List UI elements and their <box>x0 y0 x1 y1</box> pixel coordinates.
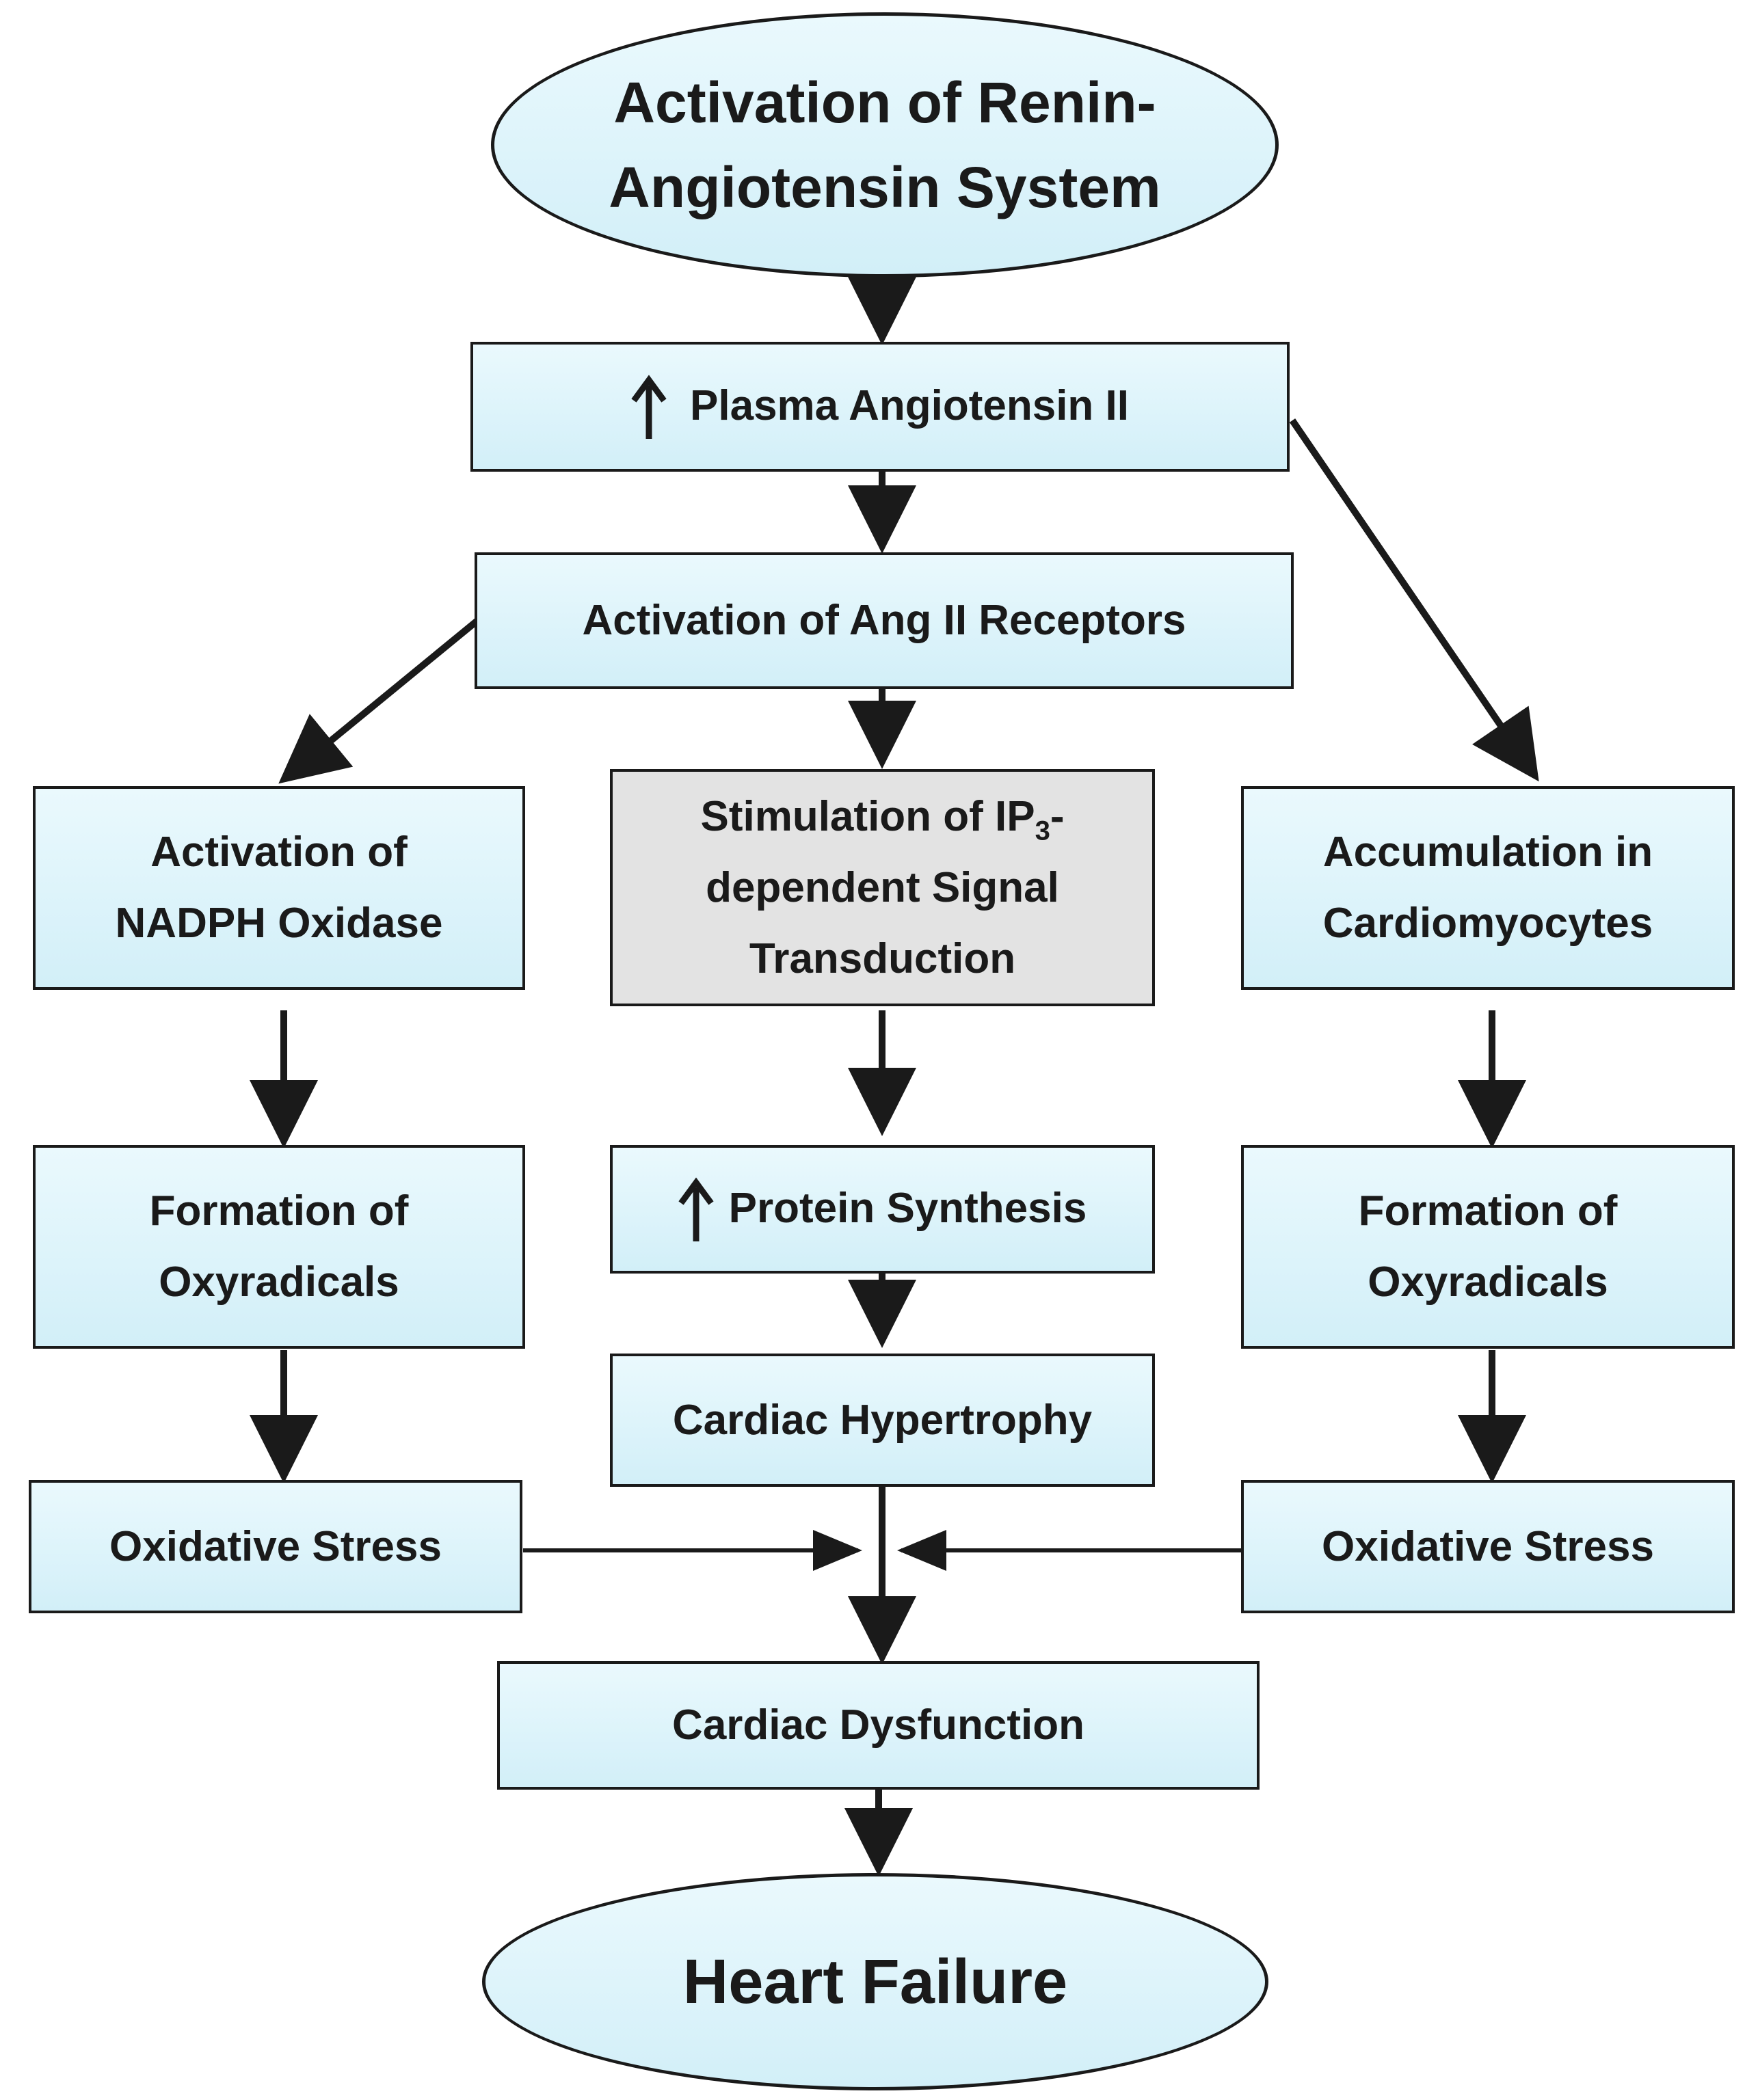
node-oxy-right-line2: Oxyradicals <box>1368 1258 1608 1306</box>
node-oxidative-stress-left: Oxidative Stress <box>29 1480 522 1613</box>
edge-plasma-to-accumulation <box>1289 418 1539 782</box>
node-oxy-left-line1: Formation of <box>149 1187 409 1235</box>
node-protein-synthesis-label: Protein Synthesis <box>728 1185 1087 1233</box>
node-ras-line2: Angiotensin System <box>609 155 1161 219</box>
node-heart-failure-label: Heart Failure <box>682 1947 1068 2017</box>
up-arrow-icon <box>631 375 667 439</box>
node-nadph-line1: Activation of <box>150 829 408 876</box>
node-cardiac-hypertrophy-label: Cardiac Hypertrophy <box>672 1396 1093 1444</box>
node-oxidative-stress-right: Oxidative Stress <box>1241 1480 1735 1613</box>
node-ip3-line1-suffix: - <box>1050 792 1065 840</box>
node-cardiac-hypertrophy: Cardiac Hypertrophy <box>610 1354 1155 1487</box>
node-plasma-angiotensin: Plasma Angiotensin II <box>470 342 1290 472</box>
node-protein-synthesis: Protein Synthesis <box>610 1145 1155 1274</box>
node-oxy-left-line2: Oxyradicals <box>159 1258 399 1306</box>
node-ip3-line2: dependent Signal <box>706 863 1059 911</box>
node-nadph-oxidase: Activation of NADPH Oxidase <box>33 786 525 990</box>
node-accumulation-line2: Cardiomyocytes <box>1322 900 1653 947</box>
node-plasma-angiotensin-label: Plasma Angiotensin II <box>690 382 1129 430</box>
node-cardiac-dysfunction: Cardiac Dysfunction <box>497 1661 1260 1790</box>
node-oxy-right-line1: Formation of <box>1358 1187 1618 1235</box>
node-ip3-line3: Transduction <box>749 934 1016 982</box>
node-heart-failure: Heart Failure <box>482 1873 1268 2090</box>
node-stress-left-label: Oxidative Stress <box>109 1522 442 1570</box>
node-ras-line1: Activation of Renin- <box>613 70 1156 135</box>
node-ang-ii-receptors-label: Activation of Ang II Receptors <box>582 597 1186 644</box>
node-ip3-signal-transduction: Stimulation of IP3- dependent Signal Tra… <box>610 769 1155 1006</box>
node-ip3-subscript: 3 <box>1035 815 1050 846</box>
edge-receptors-to-nadph <box>278 618 480 784</box>
node-accumulation-line1: Accumulation in <box>1322 829 1653 876</box>
node-accumulation-cardiomyocytes: Accumulation in Cardiomyocytes <box>1241 786 1735 990</box>
up-arrow-icon <box>678 1177 714 1241</box>
node-oxyradicals-left: Formation of Oxyradicals <box>33 1145 525 1349</box>
node-cardiac-dysfunction-label: Cardiac Dysfunction <box>672 1701 1084 1749</box>
node-stress-right-label: Oxidative Stress <box>1322 1522 1654 1570</box>
node-nadph-line2: NADPH Oxidase <box>115 900 443 947</box>
node-renin-angiotensin-activation: Activation of Renin- Angiotensin System <box>491 12 1279 278</box>
node-ang-ii-receptors: Activation of Ang II Receptors <box>475 552 1294 689</box>
node-ip3-line1-prefix: Stimulation of IP <box>700 792 1035 840</box>
node-oxyradicals-right: Formation of Oxyradicals <box>1241 1145 1735 1349</box>
